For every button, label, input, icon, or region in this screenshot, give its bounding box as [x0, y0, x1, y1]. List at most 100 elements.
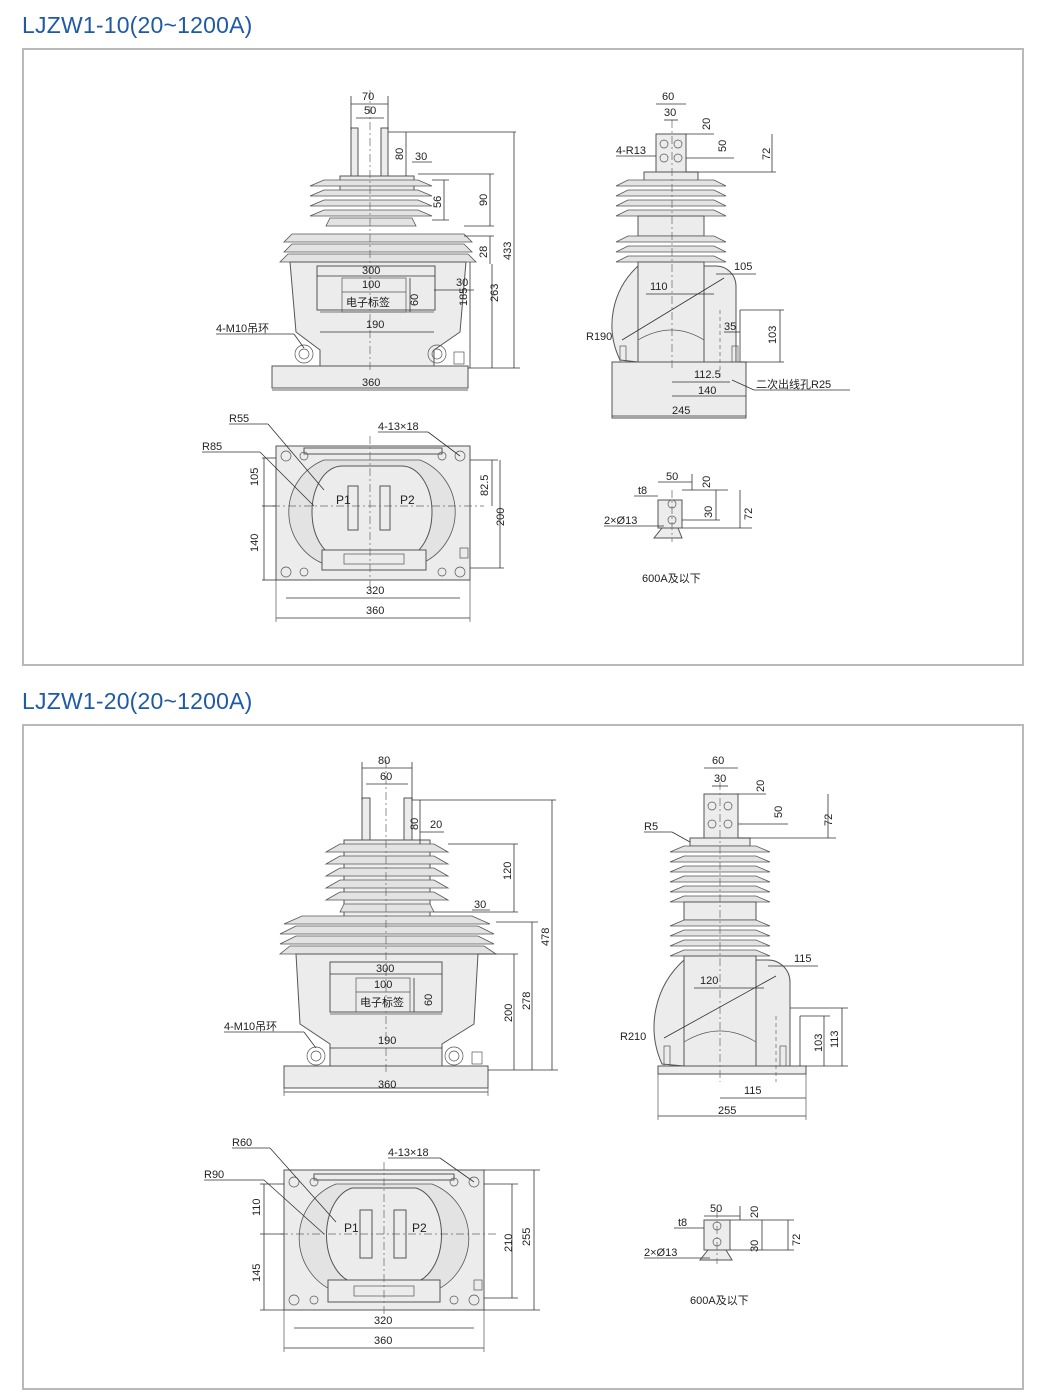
- svg-text:20: 20: [701, 476, 713, 488]
- plan-view: R55 R85 4-13×18 105 140 82.5 200 P1 P2 3…: [202, 413, 507, 622]
- svg-text:103: 103: [813, 1034, 825, 1052]
- svg-text:30: 30: [664, 107, 676, 119]
- terminal-detail: 50 20 30 72 t8 2×Ø13 600A及以下: [604, 471, 755, 585]
- svg-text:140: 140: [698, 385, 716, 397]
- terminal-detail: 50 20 30 72 t8 2×Ø13 600A及以下: [644, 1203, 803, 1307]
- svg-text:30: 30: [749, 1240, 761, 1252]
- svg-text:70: 70: [362, 91, 374, 103]
- svg-text:20: 20: [749, 1206, 761, 1218]
- svg-text:115: 115: [794, 953, 812, 965]
- terminal-rod-left: [361, 797, 371, 845]
- front-view: 80 60 80 20 120 30 478 300 100 电子标签 60 2…: [224, 755, 558, 1096]
- svg-text:50: 50: [773, 806, 785, 818]
- svg-text:110: 110: [251, 1198, 263, 1216]
- svg-text:R190: R190: [586, 331, 612, 343]
- svg-text:4-13×18: 4-13×18: [378, 421, 419, 433]
- section-title-1: LJZW1-10(20~1200A): [22, 12, 253, 38]
- drawing-canvas-2: 80 60 80 20 120 30 478 300 100 电子标签 60 2…: [204, 755, 848, 1352]
- svg-text:30: 30: [415, 151, 427, 163]
- drawing-canvas-1: 70 50 80 30 56 90 28 433 300 100 电子标签 60…: [202, 90, 850, 622]
- svg-text:255: 255: [521, 1228, 533, 1246]
- section-title-2: LJZW1-20(20~1200A): [22, 688, 253, 714]
- svg-text:82.5: 82.5: [479, 475, 491, 496]
- svg-text:R85: R85: [202, 441, 222, 453]
- terminal-rod-left: [350, 127, 359, 177]
- terminal-rod-right: [380, 127, 389, 177]
- svg-text:72: 72: [791, 1234, 803, 1246]
- svg-text:360: 360: [362, 377, 380, 389]
- svg-text:30: 30: [703, 506, 715, 518]
- svg-text:2×Ø13: 2×Ø13: [644, 1247, 677, 1259]
- svg-text:60: 60: [409, 294, 421, 306]
- svg-text:P2: P2: [400, 493, 415, 507]
- svg-text:105: 105: [249, 468, 261, 486]
- svg-text:300: 300: [376, 963, 394, 975]
- svg-text:60: 60: [712, 755, 724, 767]
- svg-text:80: 80: [378, 755, 390, 767]
- svg-text:245: 245: [672, 405, 690, 417]
- svg-text:50: 50: [717, 140, 729, 152]
- svg-text:60: 60: [423, 994, 435, 1006]
- svg-text:320: 320: [374, 1315, 392, 1327]
- svg-text:60: 60: [662, 91, 674, 103]
- svg-text:360: 360: [366, 605, 384, 617]
- svg-text:R5: R5: [644, 821, 658, 833]
- svg-text:20: 20: [755, 780, 767, 792]
- svg-text:100: 100: [374, 979, 392, 991]
- svg-text:360: 360: [378, 1079, 396, 1091]
- svg-text:2×Ø13: 2×Ø13: [604, 515, 637, 527]
- drawing-panel-2: 80 60 80 20 120 30 478 300 100 电子标签 60 2…: [22, 724, 1024, 1390]
- svg-text:4-M10吊环: 4-M10吊环: [224, 1020, 277, 1033]
- svg-text:115: 115: [744, 1085, 762, 1097]
- svg-text:R55: R55: [229, 413, 249, 425]
- svg-text:120: 120: [502, 862, 514, 880]
- drawing-panel-1: 70 50 80 30 56 90 28 433 300 100 电子标签 60…: [22, 48, 1024, 666]
- svg-text:185: 185: [458, 288, 470, 306]
- svg-text:80: 80: [394, 148, 406, 160]
- detail-caption: 600A及以下: [690, 1295, 749, 1307]
- svg-text:t8: t8: [638, 485, 647, 497]
- svg-text:4-13×18: 4-13×18: [388, 1147, 429, 1159]
- svg-text:28: 28: [478, 246, 490, 258]
- svg-text:113: 113: [829, 1030, 841, 1048]
- svg-text:50: 50: [666, 471, 678, 483]
- svg-text:110: 110: [650, 281, 668, 293]
- svg-text:145: 145: [251, 1264, 263, 1282]
- detail-caption: 600A及以下: [642, 573, 701, 585]
- svg-text:200: 200: [503, 1004, 515, 1022]
- svg-text:200: 200: [495, 508, 507, 526]
- svg-text:80: 80: [409, 818, 421, 830]
- svg-text:255: 255: [718, 1105, 736, 1117]
- svg-text:210: 210: [503, 1234, 515, 1252]
- svg-text:20: 20: [430, 819, 442, 831]
- svg-text:103: 103: [767, 326, 779, 344]
- svg-text:20: 20: [701, 118, 713, 130]
- svg-text:电子标签: 电子标签: [346, 295, 390, 309]
- svg-text:P2: P2: [412, 1221, 427, 1235]
- svg-text:35: 35: [724, 321, 736, 333]
- svg-text:105: 105: [734, 261, 752, 273]
- svg-text:140: 140: [249, 534, 261, 552]
- svg-text:50: 50: [710, 1203, 722, 1215]
- svg-text:30: 30: [474, 899, 486, 911]
- svg-text:433: 433: [502, 242, 514, 260]
- svg-text:4-R13: 4-R13: [616, 145, 646, 157]
- svg-text:72: 72: [743, 508, 755, 520]
- svg-text:P1: P1: [336, 493, 351, 507]
- svg-text:60: 60: [380, 771, 392, 783]
- svg-text:72: 72: [761, 148, 773, 160]
- svg-text:30: 30: [714, 773, 726, 785]
- svg-text:56: 56: [432, 196, 444, 208]
- svg-text:100: 100: [362, 279, 380, 291]
- svg-text:360: 360: [374, 1335, 392, 1347]
- svg-text:72: 72: [823, 814, 835, 826]
- svg-text:二次出线孔R25: 二次出线孔R25: [756, 377, 831, 391]
- svg-text:263: 263: [489, 284, 501, 302]
- plan-view: R60 R90 4-13×18 110 145 210 255 P1 P2 32…: [204, 1137, 540, 1352]
- svg-text:320: 320: [366, 585, 384, 597]
- svg-text:120: 120: [700, 975, 718, 987]
- svg-text:R210: R210: [620, 1031, 646, 1043]
- svg-text:P1: P1: [344, 1221, 359, 1235]
- svg-text:50: 50: [364, 105, 376, 117]
- svg-text:90: 90: [478, 194, 490, 206]
